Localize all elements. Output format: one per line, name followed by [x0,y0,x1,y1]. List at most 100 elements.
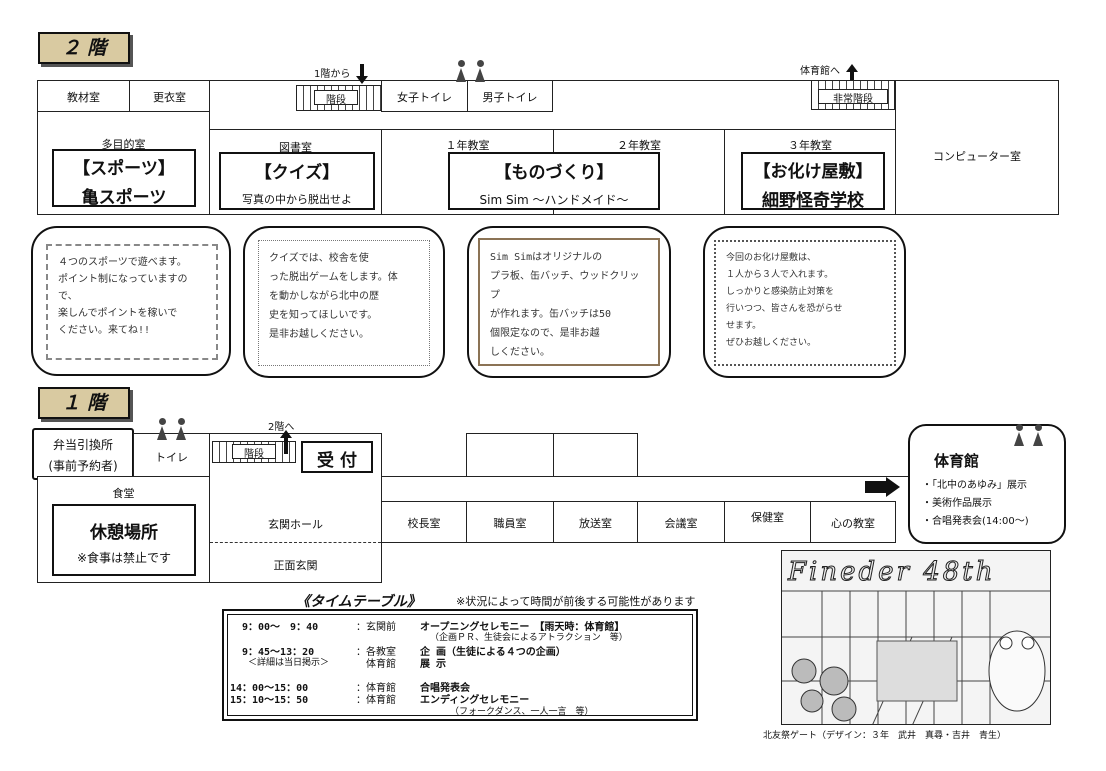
room-toshoshitsu-label: 図書室 [279,141,312,154]
room-computer [895,80,1059,215]
tt-row-1-detail: （企画ＰＲ、生徒会によるアトラクション 等） [430,633,628,643]
tt-row-2-place: ：各教室 [356,647,396,658]
room-tamokuteki-label: 多目的室 [101,138,146,151]
corridor-arrow-icon [865,481,887,493]
toilet-person-icon [455,60,467,82]
note-bubble-obake [703,226,906,378]
tt-row-3-place: 体育館 [356,659,396,670]
gym-title: 体育館 [934,452,980,470]
hall-divider [210,542,381,543]
tt-row-4-time: 14：00～15：00 [230,683,309,694]
tt-row-1-time: 9：00～ 9：40 [242,622,319,633]
note-quiz-text: クイズでは、校舎を使 った脱出ゲームをします。体 を動かしながら北中の歴 史を知… [258,240,430,366]
gym-item-1: ・「北中のあゆみ」展示 [922,480,1027,491]
hoken-label: 保健室 [751,511,784,524]
room-koui-label: 更衣室 [153,91,186,104]
event-quiz: 【クイズ】 写真の中から脱出せよ [219,152,375,210]
toilet-person-icon [175,418,187,440]
room-blank-1 [466,433,554,477]
note-monozukuri-text: Sim Simはオリジナルの プラ板、缶バッチ、ウッドクリップ が作れます。缶バ… [478,238,660,366]
corridor-arrow-head [886,477,900,497]
up-arrow-icon [846,64,858,72]
girls-toilet-label: 女子トイレ [397,91,452,104]
room-girls-toilet [381,80,468,112]
shomen-genkan-label: 正面玄関 [273,559,318,572]
tt-row-1-event: オープニングセレモニー 【雨天時：体育館】 [420,622,625,633]
gate-art-text: Fineder 48th [788,557,996,588]
tt-row-1-place: ：玄関前 [356,622,396,633]
down-arrow-icon [356,76,368,84]
to-gym-label: 体育館へ [800,66,840,77]
timetable-box: 9：00～ 9：40 ：玄関前 オープニングセレモニー 【雨天時：体育館】 （企… [222,609,698,721]
tt-row-5-place: ：体育館 [356,695,396,706]
room-blank-2 [553,433,638,477]
gym-item-2: ・美術作品展示 [922,498,992,509]
room-shokuin [466,501,554,543]
reception-label: 受 付 [317,451,357,471]
timetable-inner-border [227,614,693,716]
tt-row-2-event: 企 画（生徒による４つの企画） [420,647,566,658]
tt-row-4-event: 合唱発表会 [420,683,470,694]
tt-row-3-event: 展 示 [420,659,447,670]
kokoro-label: 心の教室 [831,517,875,530]
room-3nen-label: ３年教室 [788,139,832,152]
room-hoso [553,501,638,543]
room-koui [129,80,210,112]
shokudo-label: 食堂 [112,487,135,500]
note-obake-text: 今回のお化け屋敷は、 １人から３人で入れます。 しっかりと感染防止対策を 行いつ… [714,240,896,366]
stairs-1f-arrow-stem [284,438,288,454]
event-sports-subtitle: 亀スポーツ [81,188,167,208]
timetable-title: 《タイムテーブル》 [296,594,421,610]
stairs-down-arrow-stem [360,64,364,76]
event-obake: 【お化け屋敷】 細野怪奇学校 [741,152,885,211]
event-obake-subtitle: 細野怪奇学校 [762,191,864,211]
event-monozukuri: 【ものづくり】 Sim Sim ～ハンドメイド～ [448,152,660,210]
genkan-hall [209,476,382,583]
toilet-person-icon [1013,424,1025,446]
genkan-hall-label: 玄関ホール [268,518,323,531]
room-boys-toilet [467,80,553,112]
toilet-1f-label: トイレ [155,451,188,464]
bento-exchange: 弁当引換所 (事前予約者) [32,428,134,480]
event-quiz-subtitle: 写真の中から脱出せよ [242,193,352,206]
event-monozukuri-subtitle: Sim Sim ～ハンドメイド～ [479,193,629,207]
floor-1-badge: １ 階 [38,387,130,419]
stairs-2f-label: 階段 [314,90,358,106]
gate-caption: 北友祭ゲート（デザイン：３年 武井 真尋・吉井 青生） [763,731,1007,741]
toilet-person-icon [156,418,168,440]
rest-area-title: 休憩場所 [90,523,158,543]
room-hoken [724,501,811,543]
shokuin-label: 職員室 [493,517,527,530]
kocho-label: 校長室 [407,517,441,530]
room-kokoro [810,501,896,543]
bento-note: (事前予約者) [48,459,118,473]
timetable-note: ※状況によって時間が前後する可能性があります [456,595,696,608]
kaigi-label: 会議室 [664,517,698,530]
stairs-from-1f-label: 1階から [314,69,351,80]
toilet-person-icon [1032,424,1044,446]
event-sports: 【スポーツ】 亀スポーツ [52,149,196,208]
emergency-stairs-label: 非常階段 [818,89,888,105]
tt-row-5-time: 15：10～15：50 [230,695,309,706]
note-bubble-monozukuri [467,226,671,378]
event-monozukuri-title: 【ものづくり】 [494,163,614,183]
stairs-1f-label: 階段 [232,444,276,460]
event-sports-title: 【スポーツ】 [73,159,175,179]
toilet-person-icon [474,60,486,82]
room-kaigi [637,501,725,543]
tt-row-2-time: 9：45～13：20 [242,647,315,658]
note-bubble-quiz [243,226,445,378]
room-kyozai [37,80,130,112]
gym-item-3: ・合唱発表会(14:00～) [922,516,1029,527]
emergency-arrow-stem [850,72,854,82]
up-arrow-icon [280,430,292,438]
room-kyozai-label: 教材室 [67,91,100,104]
room-computer-label: コンピューター室 [933,150,1021,163]
reception: 受 付 [301,441,373,473]
tt-row-5-event: エンディングセレモニー [420,695,530,706]
tt-row-3-time: ＜詳細は当日掲示＞ [248,658,330,668]
hoso-label: 放送室 [579,517,612,530]
event-obake-title: 【お化け屋敷】 [753,162,873,182]
room-toilet-1f [133,433,210,477]
gate-art: Fineder 48th [781,550,1051,725]
